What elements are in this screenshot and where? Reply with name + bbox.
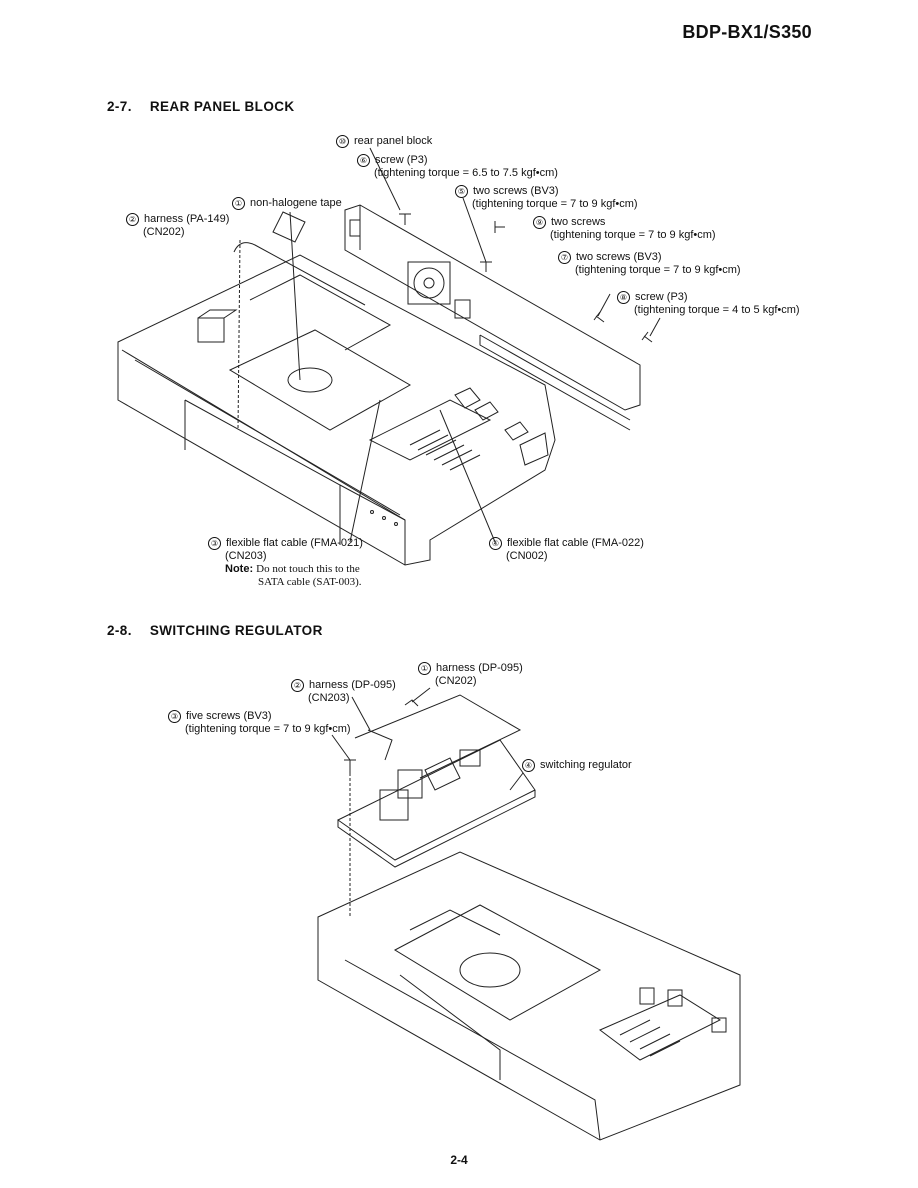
callout-number-3: ③ bbox=[208, 537, 221, 550]
switching-regulator-drawing bbox=[317, 687, 741, 1141]
section-heading-switching-regulator: 2-8. SWITCHING REGULATOR bbox=[107, 623, 323, 638]
callout-number-10: ⑩ bbox=[336, 135, 349, 148]
callout-number-8: ⑧ bbox=[617, 291, 630, 304]
section-heading-rear-panel: 2-7. REAR PANEL BLOCK bbox=[107, 99, 295, 114]
note-label: Note: bbox=[225, 563, 254, 575]
section-number: 2-8. bbox=[107, 623, 132, 638]
callout-number-2: ② bbox=[126, 213, 139, 226]
page-number: 2-4 bbox=[450, 1153, 468, 1167]
callout-number-1: ① bbox=[418, 662, 431, 675]
callout-number-5: ⑤ bbox=[455, 185, 468, 198]
note-text-line2: SATA cable (SAT-003). bbox=[258, 576, 362, 588]
section-number: 2-7. bbox=[107, 99, 132, 114]
callout-number-7: ⑦ bbox=[558, 251, 571, 264]
callout-number-4: ④ bbox=[522, 759, 535, 772]
note-sata-cable: Note: Do not touch this to the SATA cabl… bbox=[225, 563, 362, 589]
callout-number-2: ② bbox=[291, 679, 304, 692]
callout-number-9: ⑨ bbox=[533, 216, 546, 229]
callout-number-3: ③ bbox=[168, 710, 181, 723]
section-title: SWITCHING REGULATOR bbox=[149, 623, 323, 638]
callout-number-6: ⑥ bbox=[357, 154, 370, 167]
section-title: REAR PANEL BLOCK bbox=[149, 99, 295, 114]
callout-number-4: ④ bbox=[489, 537, 502, 550]
model-number: BDP-BX1/S350 bbox=[682, 22, 812, 42]
rear-panel-chassis-drawing bbox=[117, 147, 661, 566]
note-text-line1: Do not touch this to the bbox=[256, 563, 360, 575]
callout-number-1: ① bbox=[232, 197, 245, 210]
